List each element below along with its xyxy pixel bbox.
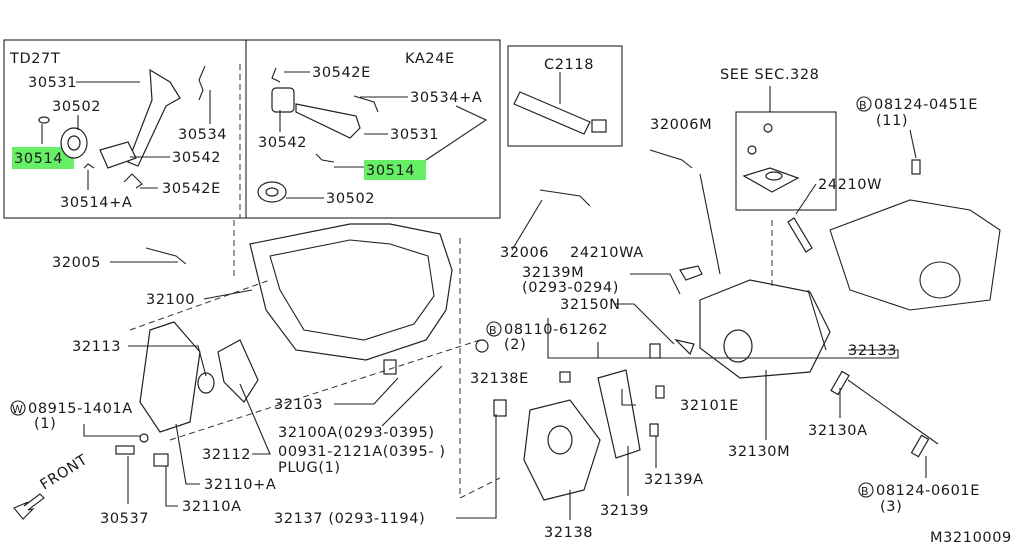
part-label[interactable]: 32150N <box>560 297 621 313</box>
c2118-box <box>507 45 623 147</box>
part-label[interactable]: 08915-1401A <box>28 401 133 417</box>
part-label-highlighted[interactable]: 30514 <box>14 151 63 167</box>
bolt-symbol: B <box>859 99 867 112</box>
part-label[interactable]: 08110-61262 <box>504 322 608 338</box>
part-qty: (11) <box>876 113 908 129</box>
see-section-label[interactable]: SEE SEC.328 <box>720 67 820 83</box>
part-label[interactable]: 32139M <box>522 265 584 281</box>
part-label[interactable]: C2118 <box>544 57 594 73</box>
part-label[interactable]: 32139A <box>644 472 704 488</box>
part-label[interactable]: 32103 <box>274 397 323 413</box>
part-label[interactable]: 30537 <box>100 511 149 527</box>
part-label[interactable]: 32112 <box>202 447 251 463</box>
figure-id: M3210009 <box>930 530 1012 546</box>
part-label[interactable]: 32130M <box>728 444 790 460</box>
transmission-case <box>115 223 489 467</box>
sec328-parts <box>742 86 800 193</box>
extension-case <box>493 149 1001 501</box>
highlight-30514-td27t <box>12 147 74 169</box>
clutch-panel-frame <box>3 39 501 219</box>
bolt-symbol: B <box>489 324 497 337</box>
part-label[interactable]: 30531 <box>28 75 77 91</box>
part-label[interactable]: 30542E <box>162 181 221 197</box>
part-label[interactable]: 32138 <box>544 525 593 541</box>
front-cover <box>139 321 201 433</box>
part-label[interactable]: 24210WA <box>570 245 644 261</box>
part-label[interactable]: 32130A <box>808 423 868 439</box>
part-label[interactable]: 32005 <box>52 255 101 271</box>
bolt-symbol: B <box>861 485 869 498</box>
part-qty: (2) <box>504 337 526 353</box>
part-label[interactable]: 30542 <box>172 150 221 166</box>
part-label[interactable]: 30542 <box>258 135 307 151</box>
part-label[interactable]: 32110+A <box>204 477 276 493</box>
part-range: (0293-0294) <box>522 280 619 296</box>
part-label[interactable]: 32006M <box>650 117 712 133</box>
part-label[interactable]: 32100A(0293-0395) <box>278 425 435 441</box>
highlight-30514-ka24e <box>364 160 426 180</box>
front-arrow: FRONT <box>13 452 91 520</box>
washer-symbol: W <box>12 403 23 416</box>
part-label[interactable]: 32006 <box>500 245 549 261</box>
td27t-parts <box>38 65 211 190</box>
part-label[interactable]: 24210W <box>818 177 882 193</box>
part-label[interactable]: 30534 <box>178 127 227 143</box>
part-label-highlighted[interactable]: 30514 <box>366 163 415 179</box>
part-label[interactable]: 32100 <box>146 292 195 308</box>
part-label[interactable]: 08124-0601E <box>876 483 980 499</box>
part-label[interactable]: PLUG(1) <box>278 460 341 476</box>
transfer-case-outline <box>829 199 1001 311</box>
front-label: FRONT <box>38 452 91 493</box>
part-label[interactable]: 30502 <box>326 191 375 207</box>
part-qty: (3) <box>880 499 902 515</box>
part-label[interactable]: 08124-0451E <box>874 97 978 113</box>
part-label[interactable]: 32113 <box>72 339 121 355</box>
part-label[interactable]: 32137 (0293-1194) <box>274 511 425 527</box>
part-label[interactable]: 30542E <box>312 65 371 81</box>
ka24e-parts <box>257 67 488 203</box>
part-label[interactable]: 32101E <box>680 398 739 414</box>
sec328-box <box>735 111 837 211</box>
part-label[interactable]: 32139 <box>600 503 649 519</box>
leader-lines <box>83 129 939 520</box>
part-label[interactable]: 32110A <box>182 499 242 515</box>
part-label[interactable]: 30531 <box>390 127 439 143</box>
part-label[interactable]: 00931-2121A(0395- ) <box>278 444 446 460</box>
part-label[interactable]: 32133 <box>848 343 897 359</box>
engine-title-ka24e: KA24E <box>405 51 455 67</box>
part-label[interactable]: 30502 <box>52 99 101 115</box>
part-label[interactable]: 30534+A <box>410 90 482 106</box>
grease-tube-icon <box>513 91 591 135</box>
part-label[interactable]: 32138E <box>470 371 529 387</box>
engine-title-td27t: TD27T <box>9 51 60 67</box>
part-qty: (1) <box>34 416 56 432</box>
part-label[interactable]: 30514+A <box>60 195 132 211</box>
